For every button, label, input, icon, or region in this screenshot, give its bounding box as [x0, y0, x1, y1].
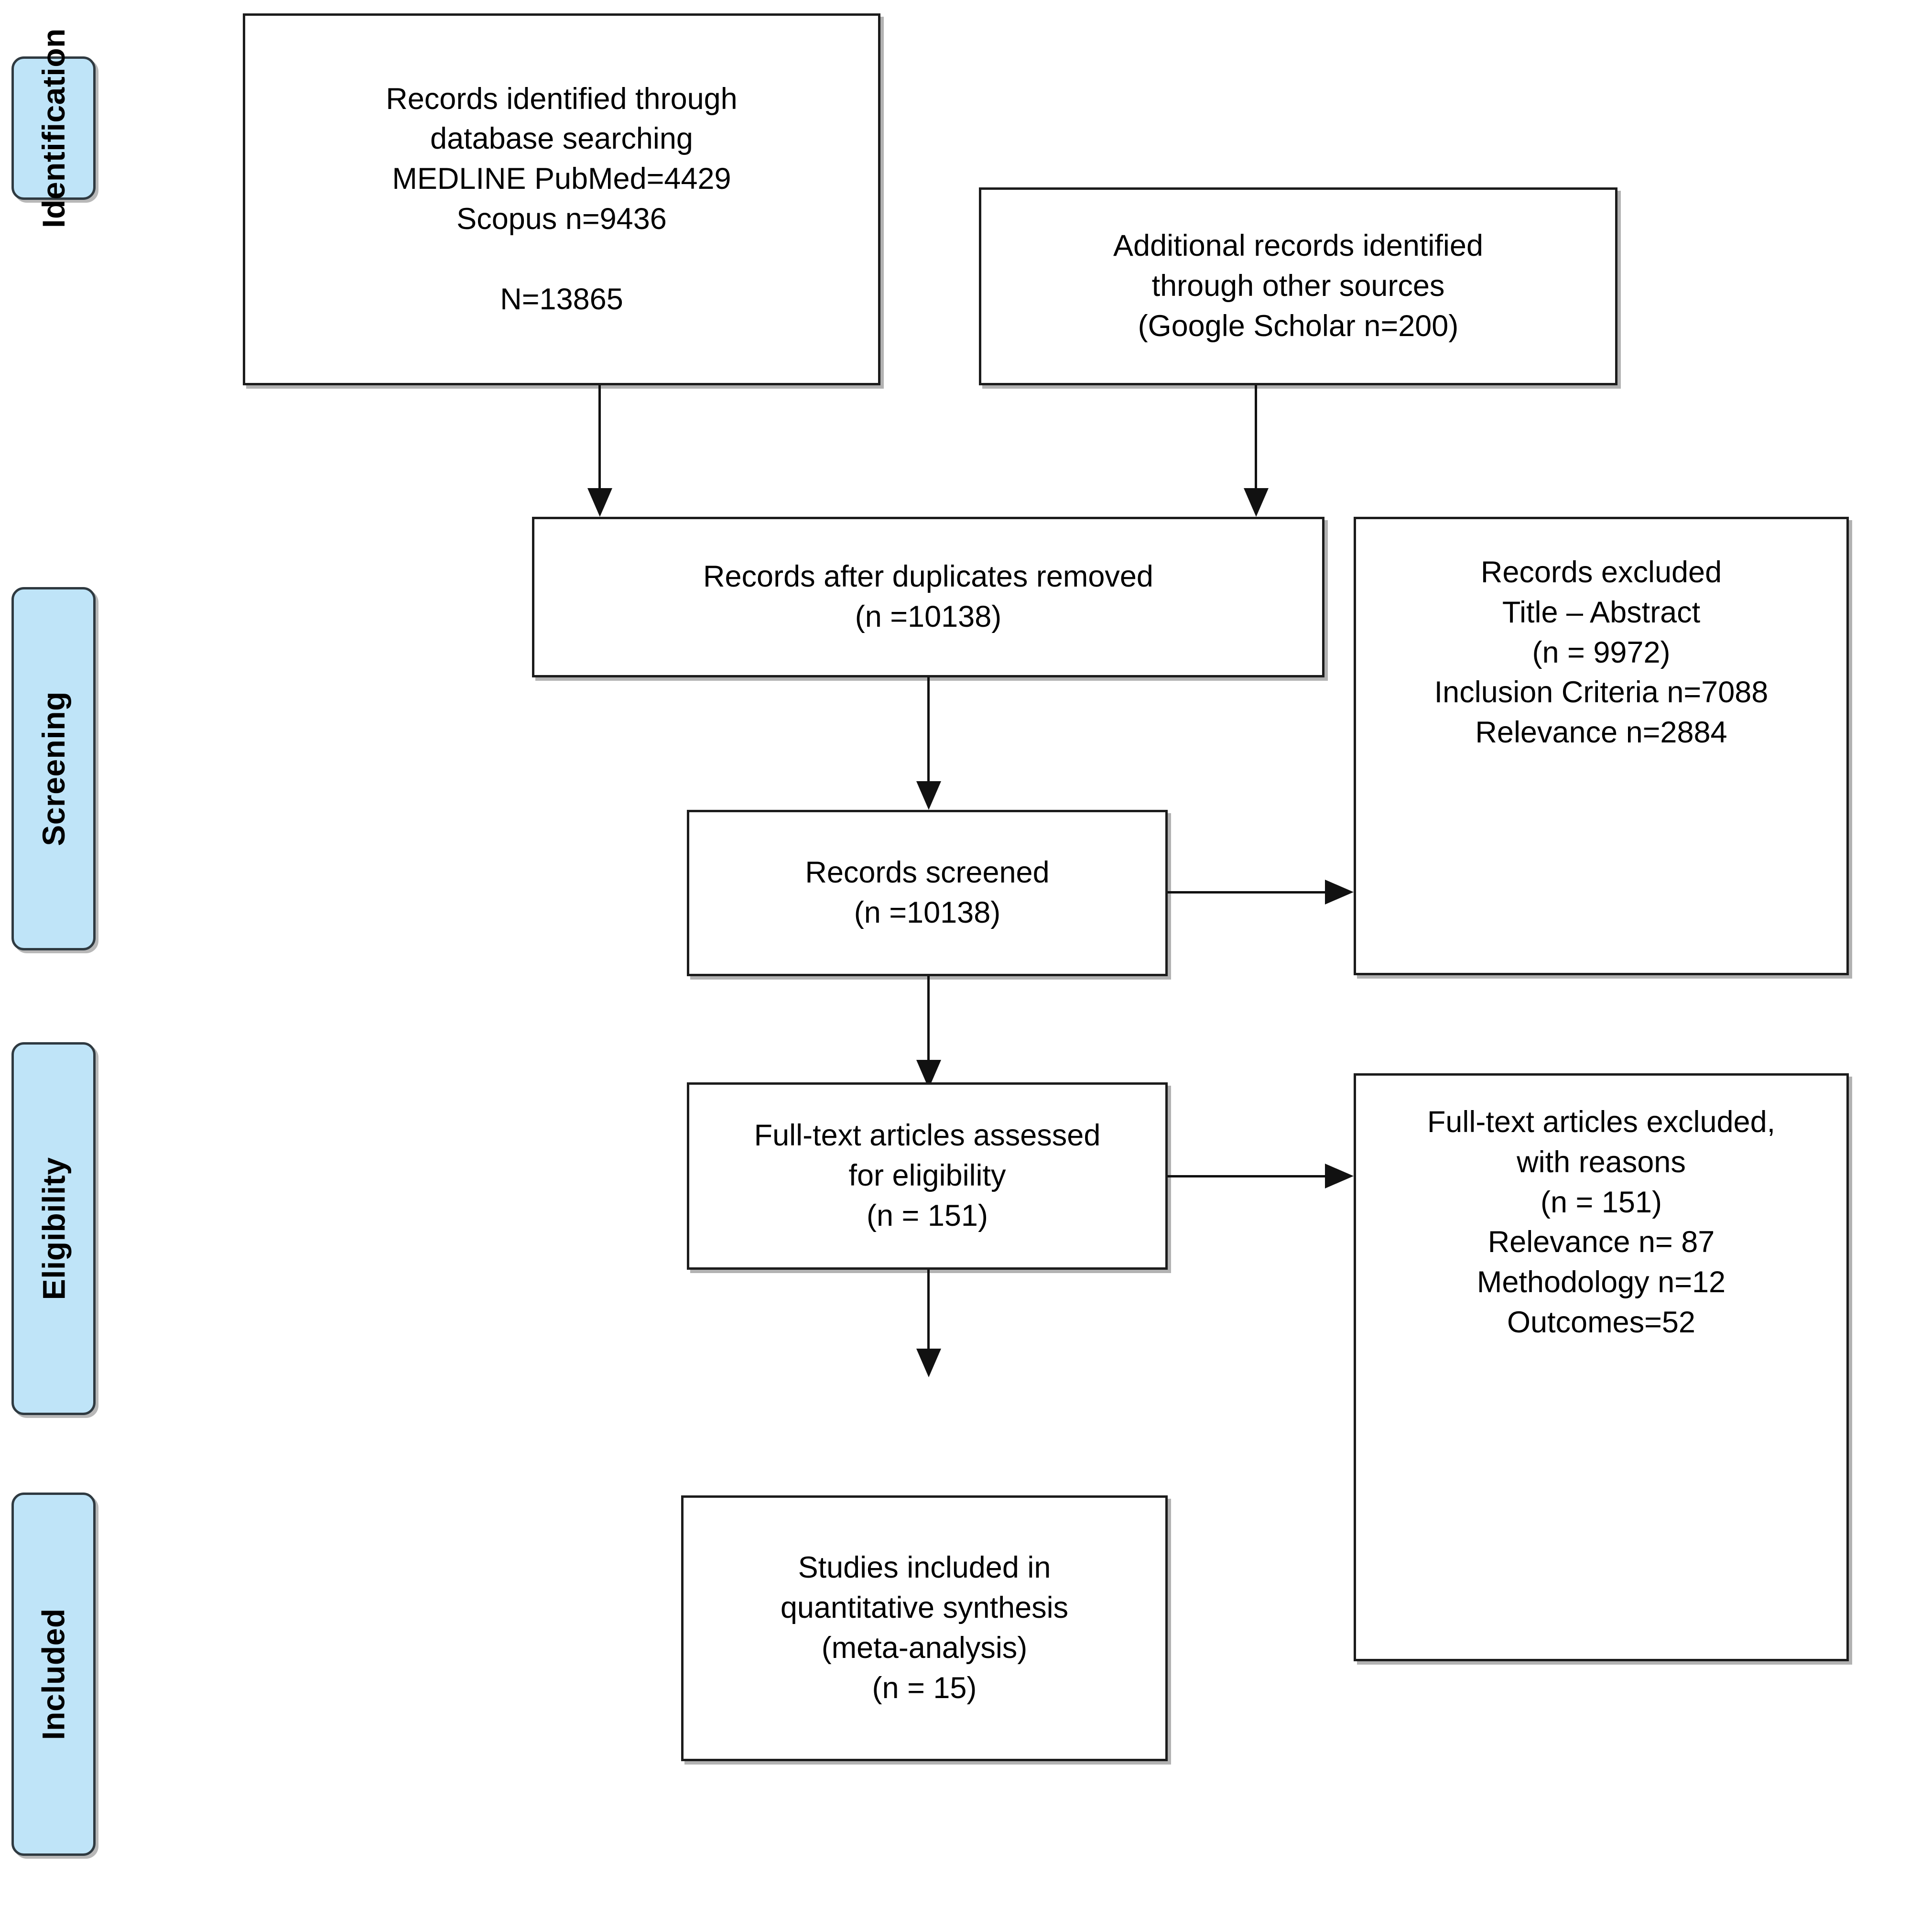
- box-records-identified-database-text: Records identified through database sear…: [386, 82, 738, 316]
- stage-label-identification-text: Identification: [36, 28, 72, 228]
- connector-fulltext-to-excluded-line: [1168, 1175, 1325, 1177]
- box-records-after-duplicates-removed: Records after duplicates removed (n =101…: [532, 517, 1324, 677]
- stage-label-identification: Identification: [11, 28, 96, 228]
- stage-label-included: Included: [11, 1493, 96, 1856]
- connector-fulltext-to-included-line: [927, 1270, 930, 1356]
- box-records-after-duplicates-removed-text: Records after duplicates removed (n =101…: [703, 560, 1153, 633]
- box-fulltext-articles-excluded: Full-text articles excluded, with reason…: [1354, 1073, 1849, 1661]
- box-records-excluded: Records excluded Title – Abstract (n = 9…: [1354, 517, 1849, 975]
- stage-label-eligibility-text: Eligibility: [36, 1157, 72, 1300]
- connector-database-to-duplicates-arrow: [587, 488, 612, 517]
- box-fulltext-articles-assessed: Full-text articles assessed for eligibil…: [687, 1082, 1168, 1270]
- box-records-excluded-text: Records excluded Title – Abstract (n = 9…: [1434, 556, 1769, 750]
- box-studies-included-text: Studies included in quantitative synthes…: [780, 1551, 1069, 1705]
- connector-database-to-duplicates-line: [598, 385, 601, 495]
- box-additional-records-other-sources: Additional records identified through ot…: [979, 187, 1617, 385]
- box-fulltext-articles-excluded-text: Full-text articles excluded, with reason…: [1427, 1105, 1776, 1339]
- connector-other-to-duplicates-line: [1255, 385, 1257, 495]
- box-studies-included: Studies included in quantitative synthes…: [681, 1495, 1168, 1761]
- stage-label-screening: Screening: [11, 587, 96, 950]
- connector-screened-to-excluded-line: [1168, 891, 1325, 894]
- connector-other-to-duplicates-arrow: [1244, 488, 1269, 517]
- box-records-screened-text: Records screened (n =10138): [805, 856, 1050, 929]
- connector-screened-to-fulltext-line: [927, 976, 930, 1067]
- stage-label-eligibility: Eligibility: [11, 1042, 96, 1415]
- stage-label-included-text: Included: [36, 1608, 72, 1740]
- connector-screened-to-excluded-arrow: [1325, 880, 1354, 904]
- box-fulltext-articles-assessed-text: Full-text articles assessed for eligibil…: [754, 1119, 1101, 1232]
- box-records-screened: Records screened (n =10138): [687, 810, 1168, 976]
- box-additional-records-other-sources-text: Additional records identified through ot…: [1113, 229, 1483, 343]
- connector-fulltext-to-excluded-arrow: [1325, 1164, 1354, 1188]
- connector-duplicates-to-screened-arrow: [916, 781, 941, 810]
- connector-fulltext-to-included-arrow: [916, 1349, 941, 1377]
- stage-label-screening-text: Screening: [36, 691, 72, 846]
- connector-duplicates-to-screened-line: [927, 677, 930, 788]
- box-records-identified-database: Records identified through database sear…: [243, 13, 880, 385]
